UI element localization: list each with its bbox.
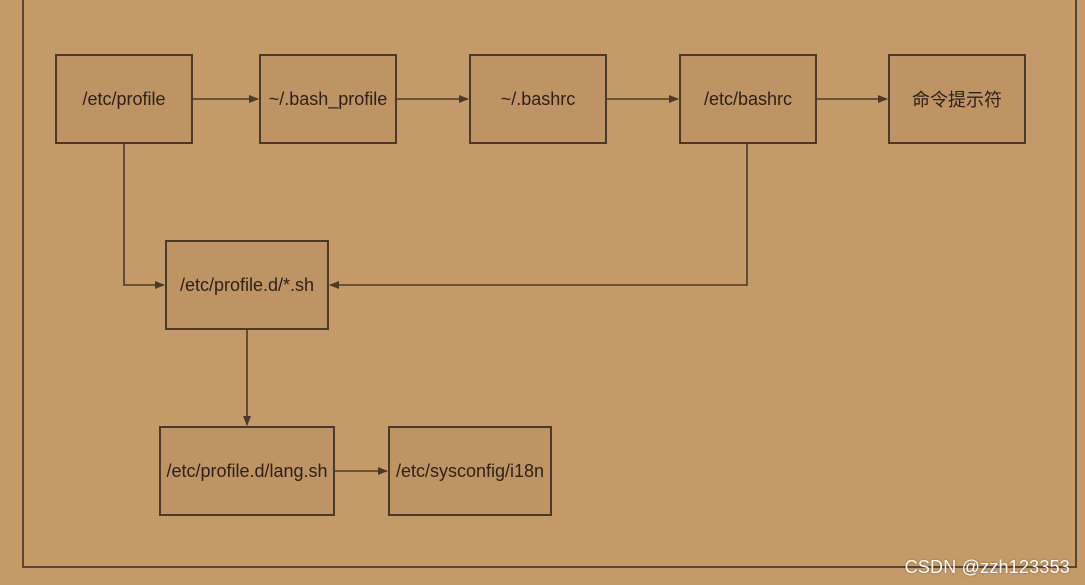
node-bash-profile-label: ~/.bash_profile xyxy=(268,88,388,109)
node-etc-bashrc: /etc/bashrc xyxy=(679,54,817,144)
node-home-bashrc-label: ~/.bashrc xyxy=(500,88,576,109)
watermark-text: CSDN @zzh123353 xyxy=(904,557,1070,577)
node-profile-d-scripts: /etc/profile.d/*.sh xyxy=(165,240,329,330)
node-bash-profile: ~/.bash_profile xyxy=(259,54,397,144)
node-etc-profile-label: /etc/profile xyxy=(82,88,166,109)
node-sysconfig-i18n: /etc/sysconfig/i18n xyxy=(388,426,552,516)
diagram-frame xyxy=(22,0,1077,568)
node-lang-sh-label: /etc/profile.d/lang.sh xyxy=(166,460,328,481)
node-lang-sh: /etc/profile.d/lang.sh xyxy=(159,426,335,516)
node-profile-d-scripts-label: /etc/profile.d/*.sh xyxy=(179,274,315,295)
node-etc-bashrc-label: /etc/bashrc xyxy=(703,88,793,109)
edge-etc-profile-to-profile-d xyxy=(123,144,165,289)
node-command-prompt-label: 命令提示符 xyxy=(912,90,1002,110)
node-etc-profile: /etc/profile xyxy=(55,54,193,144)
node-home-bashrc: ~/.bashrc xyxy=(469,54,607,144)
edge-etc-bashrc-to-profile-d xyxy=(329,144,748,289)
node-command-prompt: 命令提示符 xyxy=(888,54,1026,144)
node-sysconfig-i18n-label: /etc/sysconfig/i18n xyxy=(395,460,545,481)
